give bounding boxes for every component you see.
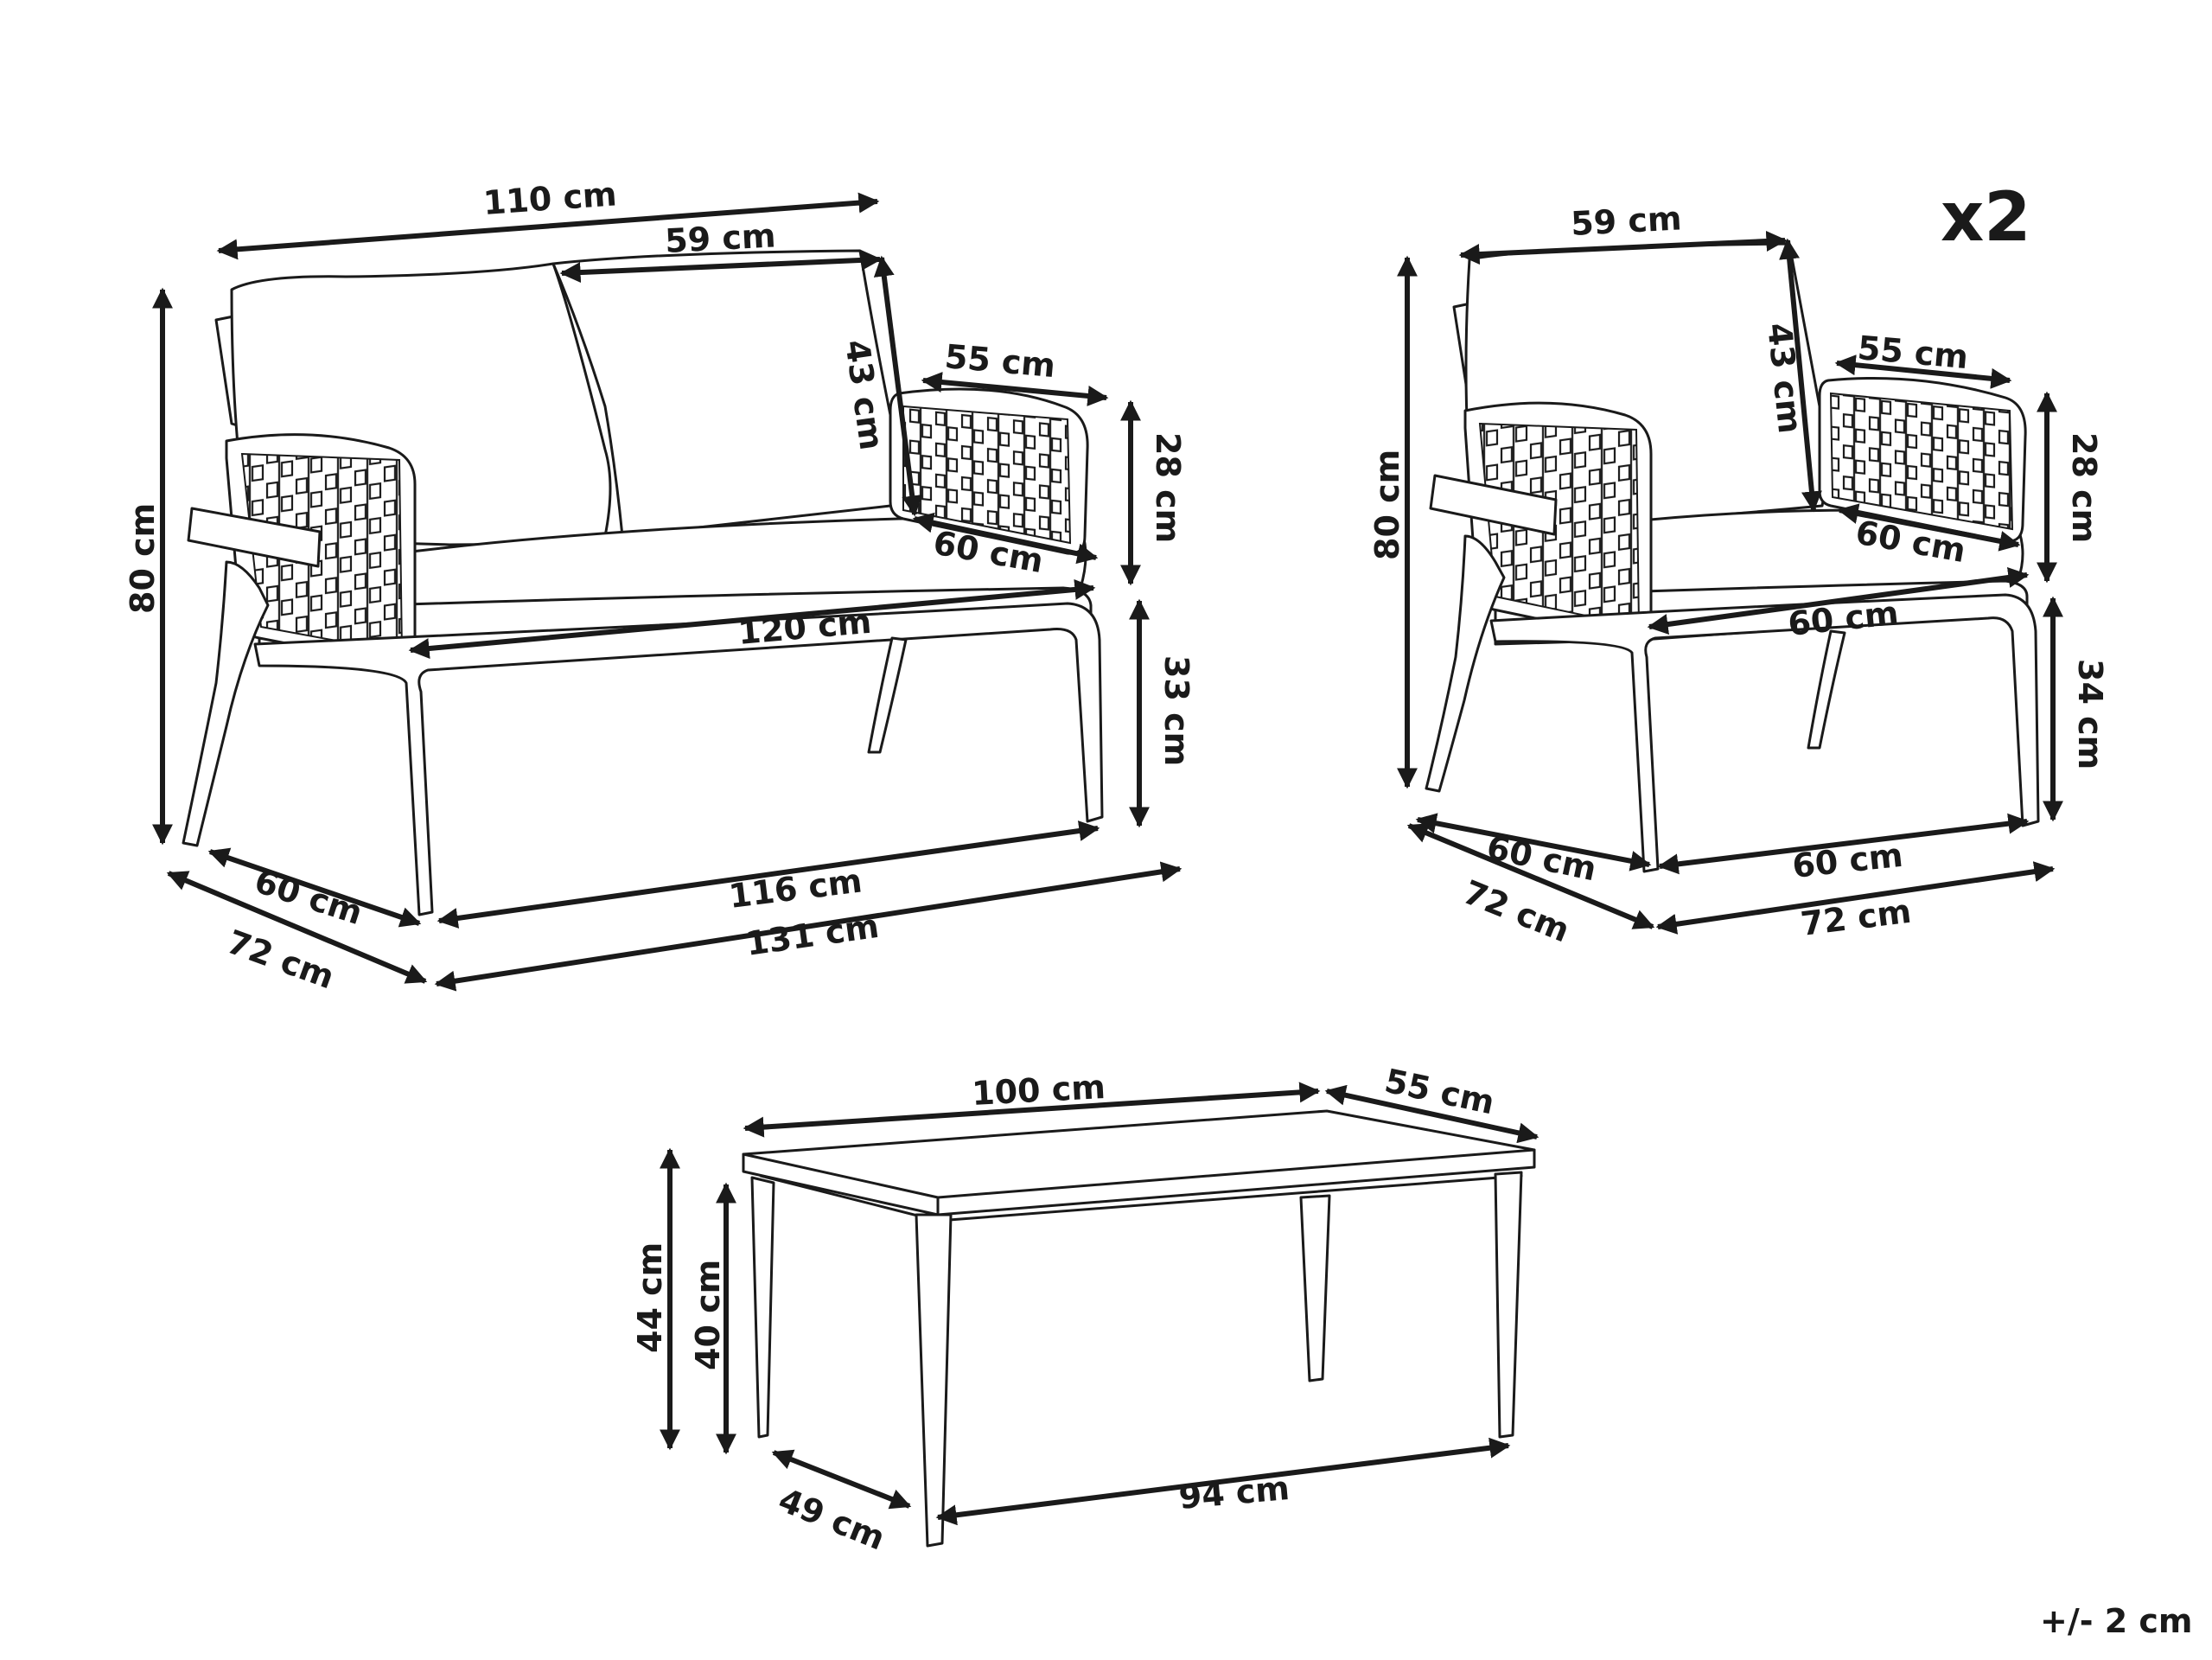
armchair-left-front-leg xyxy=(1425,534,1506,793)
armchair-armrest-height-label: 28 cm xyxy=(2065,432,2103,543)
sofa-seat-height-label: 33 cm xyxy=(1157,655,1195,766)
sofa-armrest-length-label: 55 cm xyxy=(943,337,1057,385)
armchair-width-outer-label: 72 cm xyxy=(1799,892,1914,943)
armchair-seat-height-label: 34 cm xyxy=(2071,659,2109,769)
table-leg-back xyxy=(1299,1194,1331,1382)
table-leg-front-right xyxy=(1494,1171,1523,1439)
table-leg-front-mid xyxy=(915,1213,953,1548)
table-height-total-label: 44 cm xyxy=(631,1242,669,1353)
armchair-width-inner-label: 60 cm xyxy=(1790,836,1904,885)
sofa-width-inner-label: 116 cm xyxy=(727,861,864,916)
tolerance-label: +/- 2 cm xyxy=(2040,1602,2193,1640)
sofa-left-front-leg xyxy=(182,560,270,847)
table-dimensions xyxy=(660,1082,1539,1526)
armchair-quantity-label: x2 xyxy=(1941,179,2031,257)
sofa-backrest-width-label: 110 cm xyxy=(482,175,618,222)
sofa-cushion-width-label: 59 cm xyxy=(664,216,776,260)
table-leg-front-left xyxy=(750,1176,775,1439)
sofa-armrest-height-label: 28 cm xyxy=(1149,432,1187,543)
table-width-label: 55 cm xyxy=(1381,1062,1498,1122)
table-length-label: 100 cm xyxy=(971,1068,1106,1113)
table-height-legs-label: 40 cm xyxy=(689,1260,727,1370)
table-top xyxy=(742,1109,1536,1216)
sofa-arm-top xyxy=(187,507,322,568)
armchair-depth-outer-label: 72 cm xyxy=(1458,873,1575,950)
sofa-height-label: 80 cm xyxy=(124,503,162,614)
sofa-base-frame xyxy=(253,602,1104,916)
sofa-dimensions xyxy=(152,192,1182,992)
table-leg-length-label: 94 cm xyxy=(1177,1469,1291,1516)
armchair-dimensions xyxy=(1397,230,2063,935)
armchair-height-label: 80 cm xyxy=(1368,450,1406,560)
sofa-depth-outer-label: 72 cm xyxy=(222,923,340,996)
table-drawing xyxy=(742,1109,1536,1548)
sofa-width-outer-label: 131 cm xyxy=(743,907,881,963)
armchair-cushion-width-label: 59 cm xyxy=(1570,199,1682,243)
sofa-depth-inner-label: 60 cm xyxy=(250,862,367,932)
armchair-arm-top xyxy=(1429,474,1558,536)
